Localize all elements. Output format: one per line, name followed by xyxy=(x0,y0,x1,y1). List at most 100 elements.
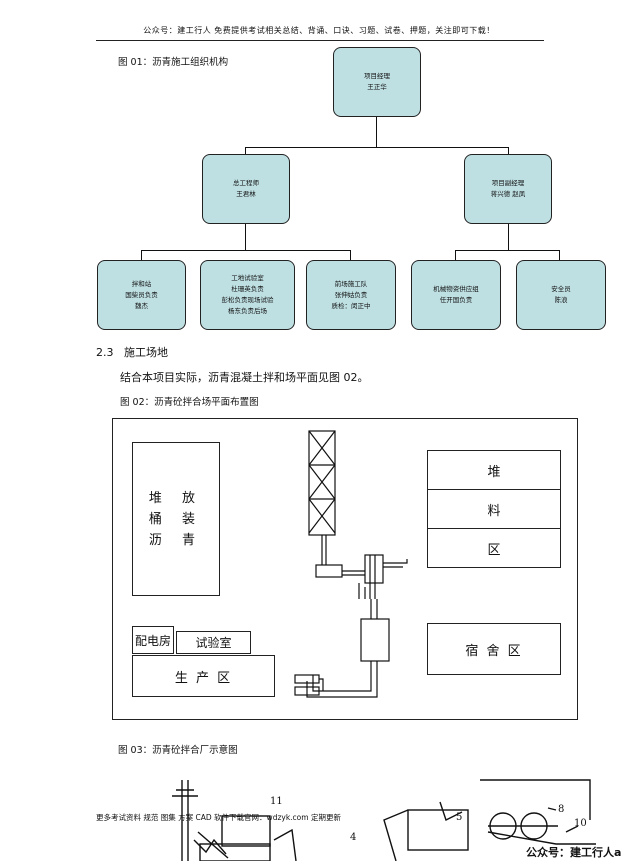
fig03-label-10: 10 xyxy=(574,818,587,829)
mixing-tower xyxy=(360,618,390,662)
section-number: 2.3 xyxy=(96,346,114,359)
connector xyxy=(508,224,510,250)
dust-pipe xyxy=(383,559,408,568)
zone-lab: 试验室 xyxy=(176,631,251,654)
connector xyxy=(245,224,247,250)
org-box-title: 总工程师 xyxy=(233,179,259,187)
section-paragraph: 结合本项目实际，沥青混凝土拌和场平面见图 02。 xyxy=(120,371,369,384)
zone-label: 配电房 xyxy=(134,633,171,648)
site-plan: 堆 放 桶 装 沥 青 堆 料 区 配电房 试验室 生 产 区 宿 舍 区 xyxy=(112,418,578,720)
org-box-title: 项目经理 xyxy=(364,72,390,80)
org-box-leaf: 工地试验室 杜珊英负责 彭松负责现场试验 杨东负责后场 xyxy=(200,260,295,330)
conveyor-link xyxy=(342,570,365,576)
stack-top xyxy=(172,789,198,797)
zone-label: 宿 舍 区 xyxy=(465,643,523,659)
org-leaf-line: 杜珊英负责 xyxy=(231,285,264,293)
footer-corner-watermark: 公众号：建工行人a xyxy=(526,846,622,859)
org-leaf-line: 任开国负责 xyxy=(439,296,473,304)
stockpile-cell: 料 xyxy=(428,490,560,529)
org-box-deputy-manager: 项目副经理 蒋兴德 赵凤 xyxy=(464,154,552,224)
fig03-label-8: 8 xyxy=(558,804,564,815)
org-box-leaf: 前场施工队 张伸姑负责 质检：闵正中 xyxy=(306,260,396,330)
zone-label: 桶 装 xyxy=(148,511,204,527)
outlet-chute xyxy=(306,661,378,698)
org-box-name: 王君林 xyxy=(236,190,256,198)
org-box-chief-engineer: 总工程师 王君林 xyxy=(202,154,290,224)
org-box-leaf: 机械物资供应组 任开国负责 xyxy=(411,260,501,330)
section-title: 施工场地 xyxy=(124,346,168,359)
fig03-label-5: 5 xyxy=(456,812,462,823)
unit-4-chute xyxy=(383,809,409,861)
bin-diagonals xyxy=(308,430,336,534)
conveyor-slope xyxy=(197,831,229,859)
elevator-support xyxy=(358,583,366,599)
header-banner: 公众号：建工行人 免费提供考试相关总结、背诵、口诀、习题、试卷、押题，关注即可下… xyxy=(143,26,495,35)
fig01-caption: 图 01：沥青施工组织机构 xyxy=(118,57,229,68)
conveyor xyxy=(321,535,327,565)
mixing-plant-diagram xyxy=(294,430,408,698)
zone-production: 生 产 区 xyxy=(132,655,275,697)
connector xyxy=(455,250,457,260)
aggregate-bins xyxy=(308,430,336,536)
footer-text: 更多考试资料 规范 图集 方案 CAD 软件下载官网：wdzyk.com 定期更… xyxy=(96,813,341,822)
dryer-unit xyxy=(364,554,384,584)
org-box-name: 王正华 xyxy=(367,83,387,91)
org-leaf-line: 拌和站 xyxy=(131,279,152,288)
connector xyxy=(245,147,247,155)
section-heading: 2.3 施工场地 xyxy=(96,344,168,360)
org-leaf-line: 工地试验室 xyxy=(231,274,264,282)
elevator xyxy=(369,555,376,599)
connector xyxy=(508,147,510,155)
fig03-label-4: 4 xyxy=(350,832,356,843)
unit-11-box xyxy=(221,815,271,847)
zone-label: 试验室 xyxy=(195,636,232,650)
org-leaf-line: 机械物资供应组 xyxy=(433,285,479,293)
zone-asphalt-storage: 堆 放 桶 装 沥 青 xyxy=(132,442,220,596)
org-leaf-line: 彭松负责现场试验 xyxy=(221,296,274,304)
org-box-name: 蒋兴德 赵凤 xyxy=(490,190,526,198)
org-leaf-line: 国柴员负责 xyxy=(125,290,158,299)
outlet-bin xyxy=(294,686,320,696)
zone-label: 堆 放 xyxy=(148,490,204,506)
zone-power-room: 配电房 xyxy=(132,626,174,654)
org-leaf-line: 前场施工队 xyxy=(334,279,368,288)
unit-10-pointer xyxy=(565,825,579,833)
org-leaf-line: 张伸姑负责 xyxy=(334,290,368,299)
org-box-top: 项目经理 王正华 xyxy=(333,47,421,117)
unit-5-pointer xyxy=(439,801,463,821)
mixing-plant-sketch: 11 5 8 4 10 xyxy=(172,779,596,861)
unit-5-housing xyxy=(407,809,469,851)
zone-label: 沥 青 xyxy=(148,532,204,548)
header-divider xyxy=(96,40,544,41)
zone-label: 生 产 区 xyxy=(174,670,233,686)
org-leaf-line: 魏杰 xyxy=(135,301,148,310)
org-leaf-line: 质检：闵正中 xyxy=(331,301,371,310)
org-box-leaf: 安全员 陈浪 xyxy=(516,260,606,330)
connector xyxy=(245,147,509,149)
org-leaf-line: 杨东负责后场 xyxy=(228,307,267,315)
conveyor-head xyxy=(315,564,343,578)
ground-line xyxy=(487,825,596,845)
org-box-leaf: 拌和站 国柴员负责 魏杰 xyxy=(97,260,186,330)
zone-dormitory: 宿 舍 区 xyxy=(427,623,561,675)
zone-label: 料 xyxy=(487,503,501,519)
unit-8-pointer xyxy=(547,807,557,811)
org-leaf-line: 安全员 xyxy=(551,285,571,293)
connector xyxy=(376,117,378,147)
fig03-label-11: 11 xyxy=(270,796,283,807)
zone-label: 堆 xyxy=(487,464,501,480)
org-leaf-line: 陈浪 xyxy=(554,296,568,304)
tower-link xyxy=(370,599,378,619)
fig03-caption: 图 03：沥青砼拌合厂示意图 xyxy=(118,745,238,756)
org-box-title: 项目副经理 xyxy=(491,179,525,187)
stack-pole xyxy=(181,780,189,861)
stockpile-cell: 堆 xyxy=(428,451,560,490)
base-frame xyxy=(199,843,271,861)
fig02-caption: 图 02：沥青砼拌合场平面布置图 xyxy=(120,397,259,408)
frame-top xyxy=(480,779,591,820)
outlet-link xyxy=(319,678,324,691)
side-link xyxy=(273,828,297,861)
connector xyxy=(141,250,350,252)
connector xyxy=(559,250,561,260)
stockpile-cell: 区 xyxy=(428,529,560,567)
